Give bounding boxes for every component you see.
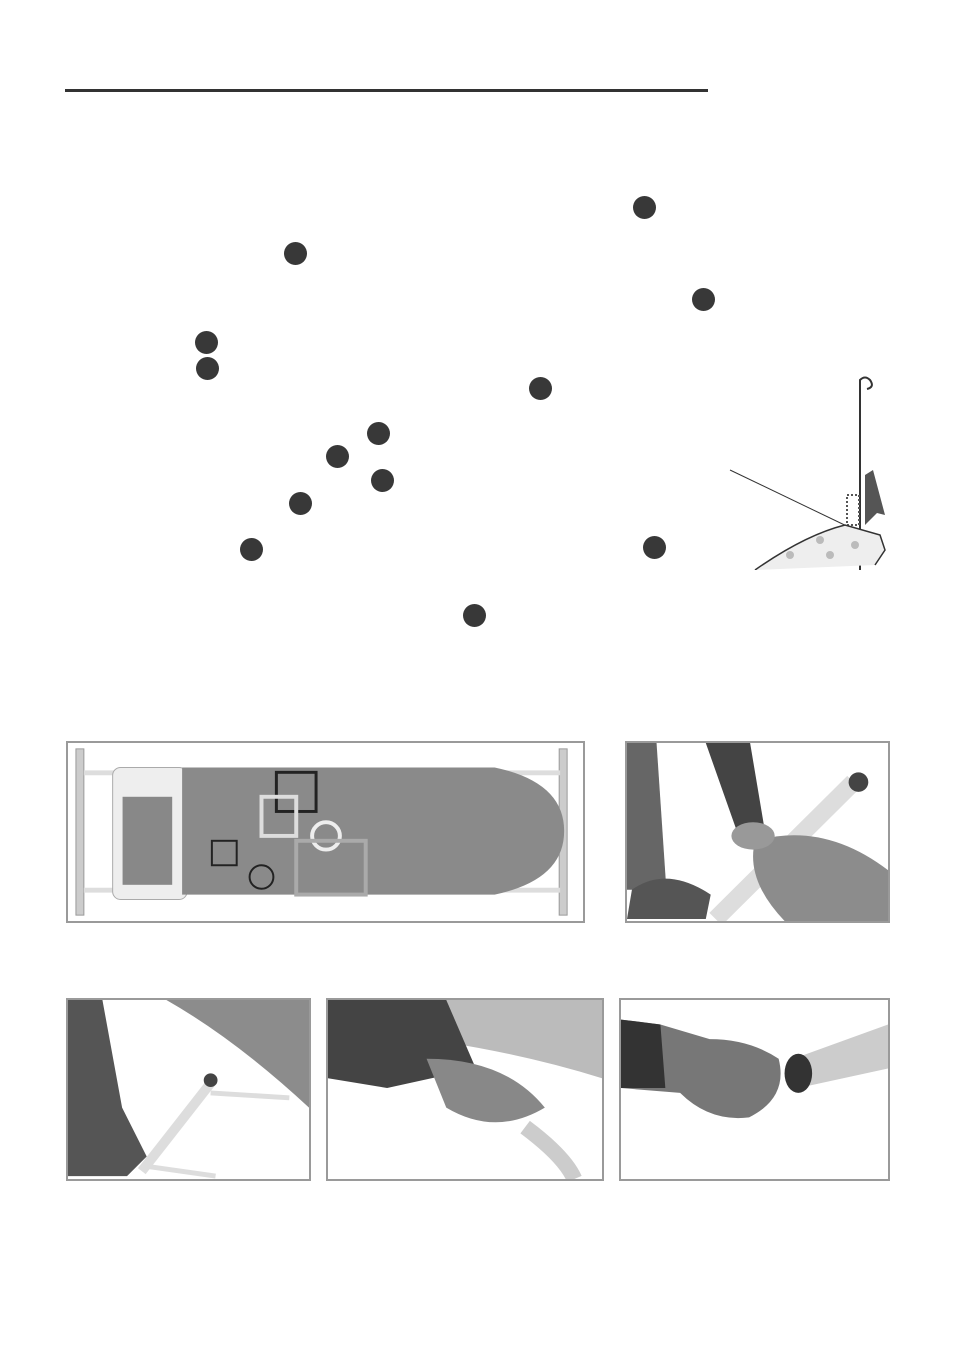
step-marker-icon [529, 377, 552, 400]
step-marker-icon [643, 536, 666, 559]
step-marker-icon [326, 445, 349, 468]
figure-fold-leg [66, 998, 311, 1181]
header-rule [65, 89, 708, 92]
step-marker-icon [195, 331, 218, 354]
figure-open-legs [625, 741, 890, 923]
step-marker-icon [284, 242, 307, 265]
step-marker-icon [633, 196, 656, 219]
step-marker-icon [196, 357, 219, 380]
figure-board-top-view [66, 741, 585, 923]
step-marker-icon [371, 469, 394, 492]
figure-leg-cap [619, 998, 890, 1181]
step-marker-icon [463, 604, 486, 627]
step-marker-icon [240, 538, 263, 561]
figure-release-lever [326, 998, 604, 1181]
step-marker-icon [692, 288, 715, 311]
step-marker-icon [367, 422, 390, 445]
step-marker-icon [289, 492, 312, 515]
hook-illustration [729, 376, 886, 570]
